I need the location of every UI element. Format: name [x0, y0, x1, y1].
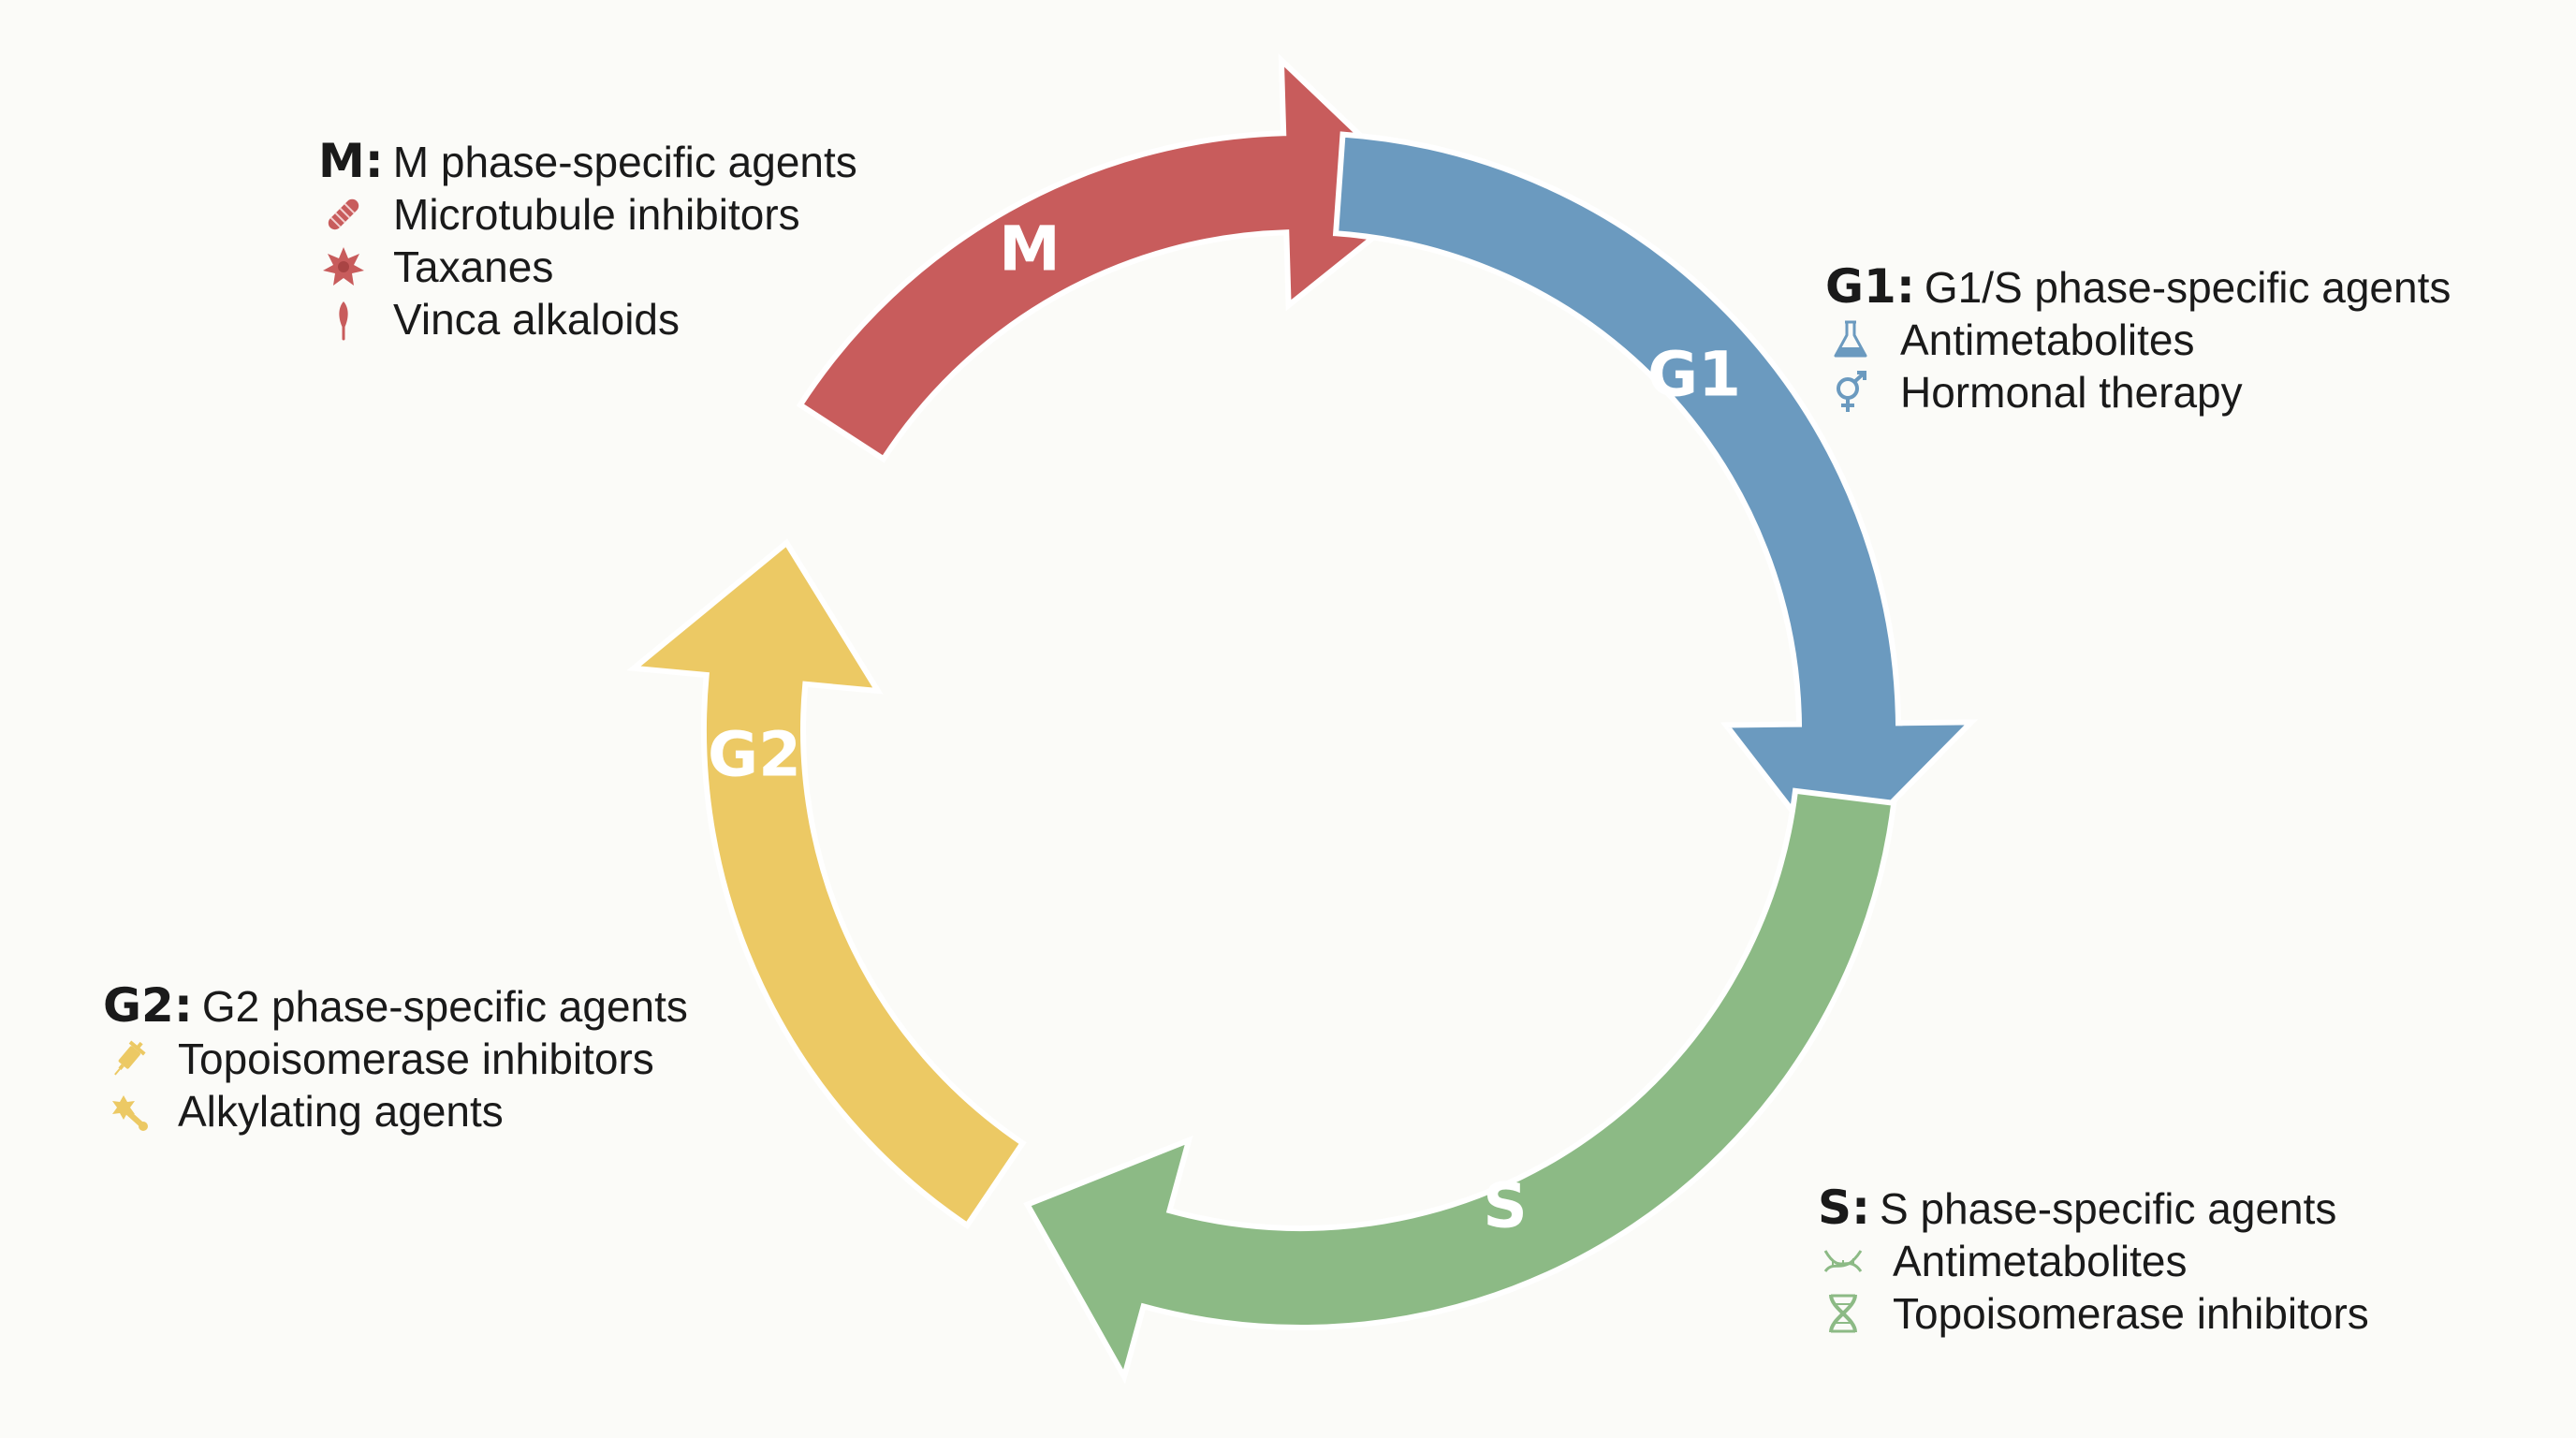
- legend-item: Alkylating agents: [103, 1085, 688, 1137]
- legend-key: G2:: [103, 978, 193, 1033]
- legend-item: Taxanes: [318, 241, 857, 293]
- legend-item-label: Alkylating agents: [178, 1087, 504, 1136]
- legend-heading: G1:G1/S phase-specific agents: [1825, 260, 2451, 314]
- legend-item-label: Vinca alkaloids: [393, 295, 681, 344]
- legend-key: G1:: [1825, 259, 1915, 314]
- legend-heading: G2:G2 phase-specific agents: [103, 979, 688, 1033]
- legend-item-label: Microtubule inhibitors: [393, 190, 800, 239]
- legend-item-label: Antimetabolites: [1900, 315, 2195, 364]
- legend-title: G1/S phase-specific agents: [1924, 263, 2452, 312]
- legend-item-label: Hormonal therapy: [1900, 368, 2243, 417]
- g2-phase-arrow: [626, 538, 1027, 1230]
- legend-heading: M:M phase-specific agents: [318, 135, 857, 188]
- legend-item: Hormonal therapy: [1825, 366, 2451, 418]
- legend-title: G2 phase-specific agents: [201, 982, 688, 1031]
- legend-item-label: Topoisomerase inhibitors: [1893, 1289, 2369, 1338]
- g1-phase-arrow: [1332, 131, 1979, 868]
- legend-item-label: Taxanes: [393, 242, 554, 291]
- legend-heading: S:S phase-specific agents: [1818, 1181, 2369, 1235]
- legend-item: Vinca alkaloids: [318, 293, 857, 345]
- legend-item: Antimetabolites: [1825, 314, 2451, 366]
- g1-phase-label: G1: [1647, 339, 1741, 411]
- g2-phase-label: G2: [708, 719, 801, 791]
- m-phase-arrow: [796, 53, 1429, 463]
- legend-item: Topoisomerase inhibitors: [1818, 1287, 2369, 1340]
- legend-item: Topoisomerase inhibitors: [103, 1033, 688, 1085]
- m-phase-legend: M:M phase-specific agents Microtubule in…: [318, 135, 857, 345]
- vinca-plant-icon: [322, 298, 365, 341]
- s-phase-label: S: [1483, 1170, 1528, 1242]
- gender-symbol-icon: [1829, 371, 1872, 414]
- alkylating-molecule-icon: [107, 1090, 150, 1133]
- microtubule-icon: [322, 193, 365, 236]
- s-phase-arrow: [1023, 787, 1897, 1385]
- taxane-molecule-icon: [322, 245, 365, 288]
- legend-item-label: Topoisomerase inhibitors: [178, 1034, 654, 1083]
- legend-title: M phase-specific agents: [392, 138, 857, 186]
- legend-item-label: Antimetabolites: [1893, 1237, 2188, 1285]
- dna-strand-icon: [1822, 1240, 1865, 1283]
- g2-phase-legend: G2:G2 phase-specific agents Topoisomeras…: [103, 979, 688, 1137]
- legend-item: Microtubule inhibitors: [318, 188, 857, 241]
- syringe-icon: [107, 1037, 150, 1080]
- m-phase-label: M: [999, 213, 1061, 286]
- legend-title: S phase-specific agents: [1880, 1184, 2337, 1233]
- g1-phase-legend: G1:G1/S phase-specific agents Antimetabo…: [1825, 260, 2451, 418]
- dna-helix-icon: [1822, 1292, 1865, 1335]
- s-phase-legend: S:S phase-specific agents Antimetabolite…: [1818, 1181, 2369, 1340]
- legend-key: S:: [1818, 1181, 1871, 1235]
- legend-key: M:: [318, 134, 384, 188]
- legend-item: Antimetabolites: [1818, 1235, 2369, 1287]
- flask-icon: [1829, 318, 1872, 361]
